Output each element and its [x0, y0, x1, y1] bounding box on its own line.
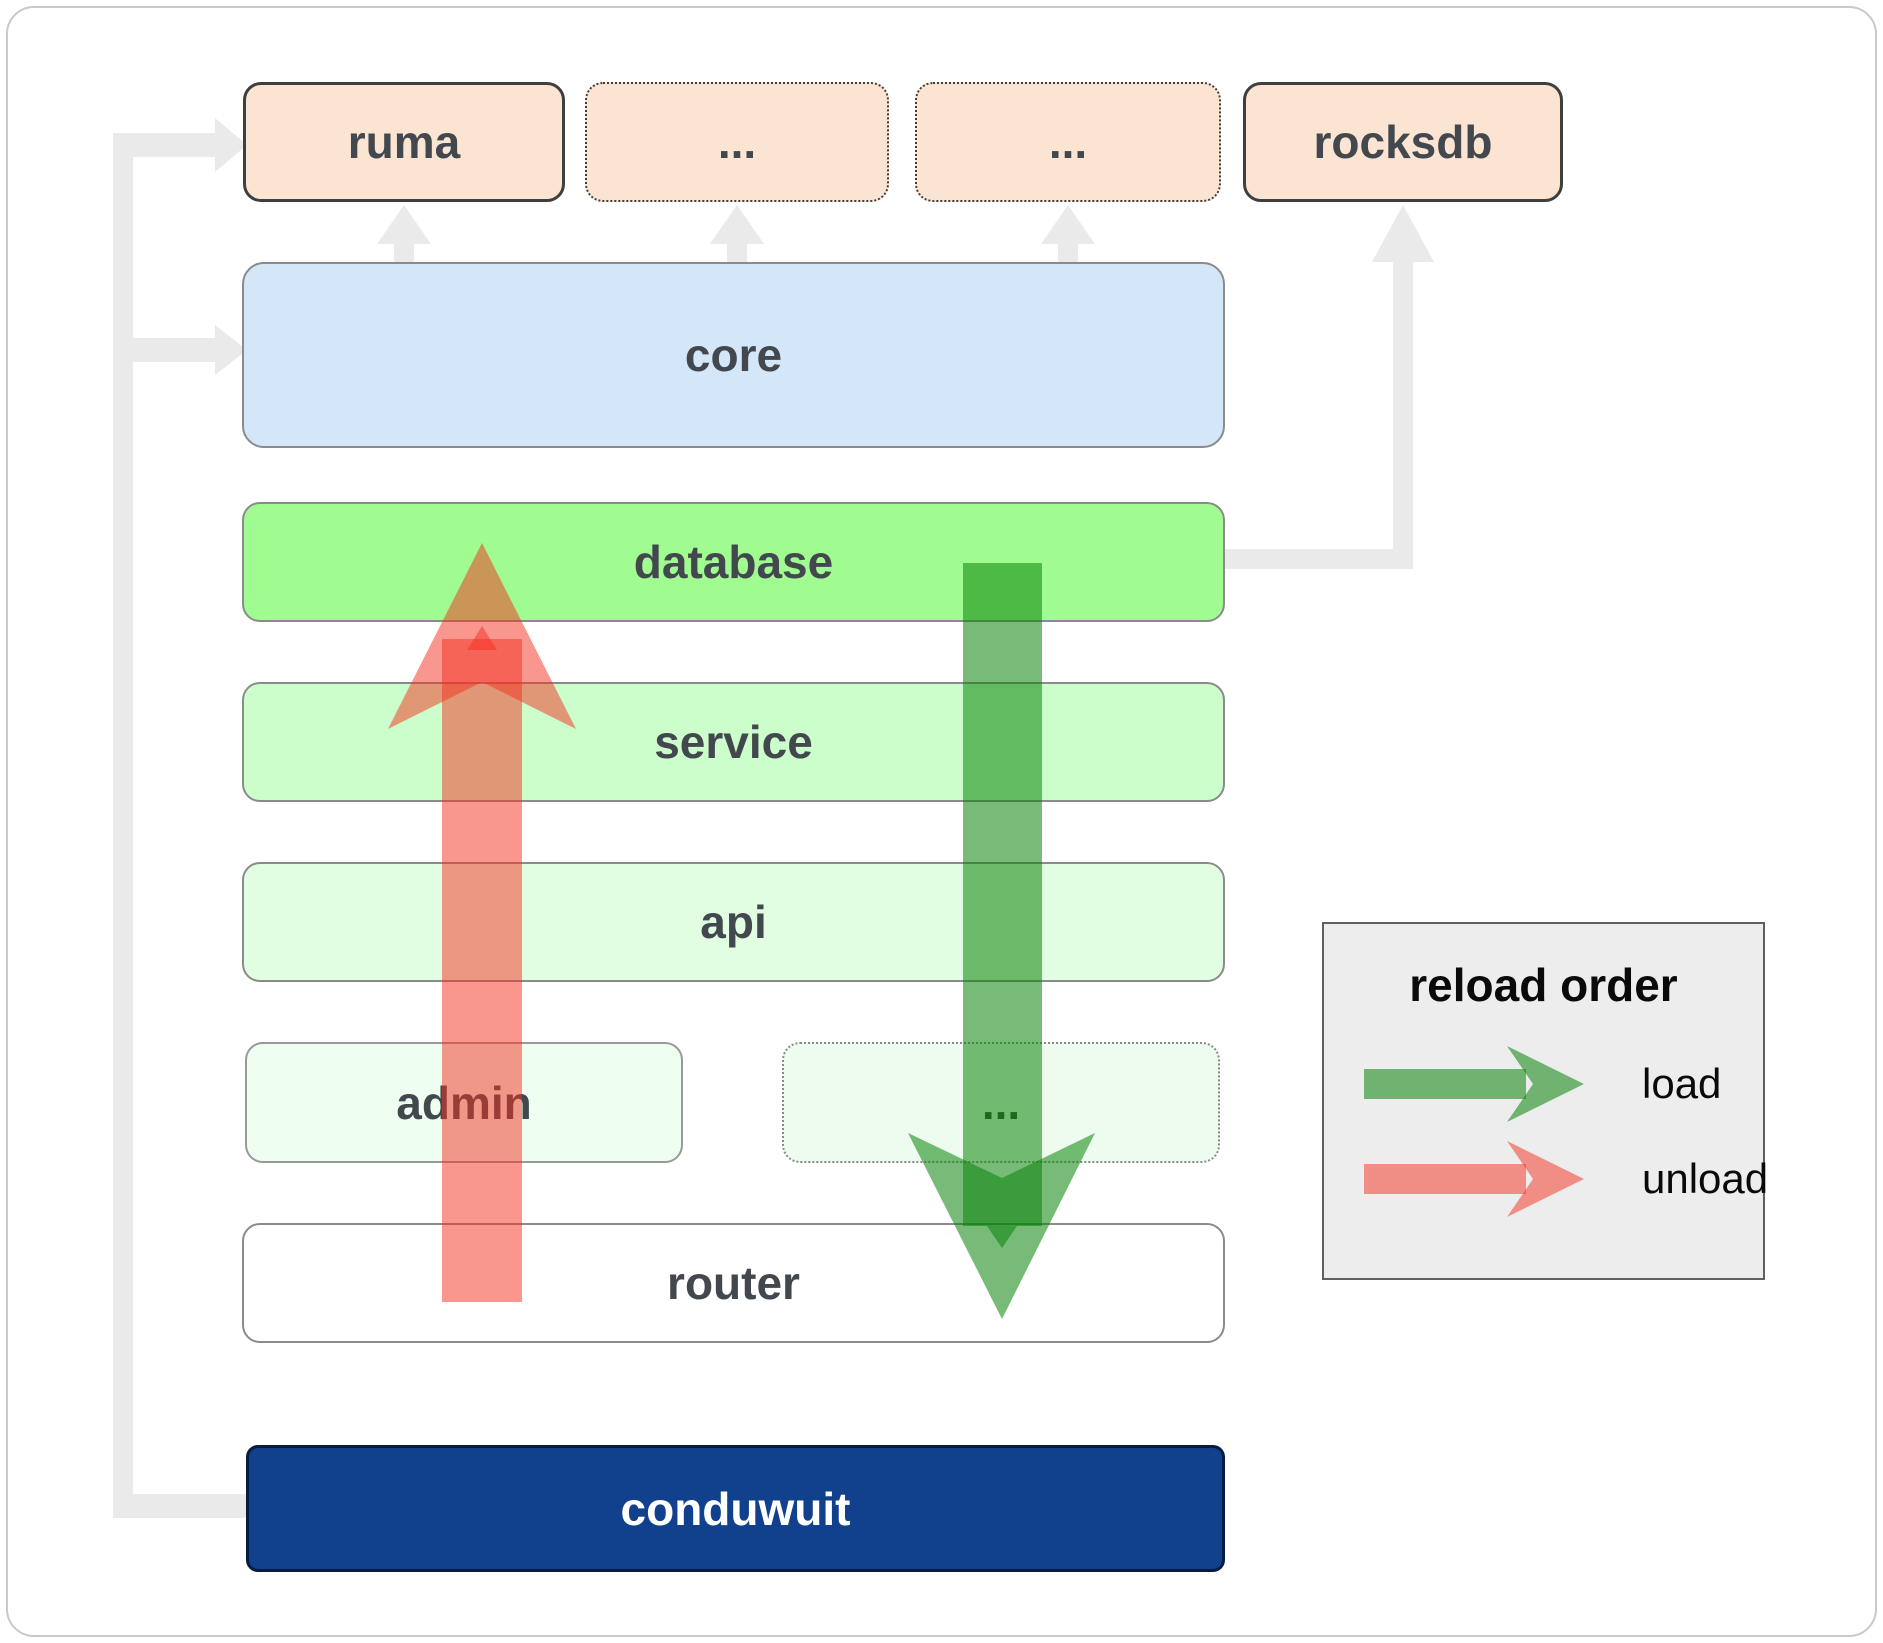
module-database-label: database: [633, 536, 834, 588]
connector-group: [113, 118, 1434, 1518]
core-to-dots1-arrowhead-icon: [710, 205, 764, 244]
legend-load-arrow-icon: [1364, 1046, 1584, 1122]
module-ellipsis-1: ...: [585, 82, 889, 202]
module-database: database: [242, 502, 1225, 622]
legend-load-arrow-shapes: [1364, 1046, 1584, 1122]
module-ruma-label: ruma: [347, 116, 461, 168]
module-admin-label: admin: [396, 1076, 532, 1129]
module-core: core: [242, 262, 1225, 448]
module-service: service: [242, 682, 1225, 802]
trunk-line: [113, 133, 133, 1518]
module-ruma: ruma: [243, 82, 565, 202]
rocksdb-arrowhead-icon: [1372, 205, 1434, 262]
module-admin-ellipsis: ...: [782, 1042, 1220, 1163]
module-router: router: [242, 1223, 1225, 1343]
database-to-rocksdb-line-h: [1225, 549, 1413, 569]
module-service-label: service: [654, 716, 813, 768]
legend: reload order load unload: [1322, 922, 1769, 1280]
conduwuit-branch-line: [113, 1494, 248, 1518]
module-rocksdb-label: rocksdb: [1313, 116, 1493, 168]
legend-unload-arrow-icon: [1364, 1141, 1584, 1217]
core-to-ruma-arrowhead-icon: [377, 205, 431, 244]
legend-load-arrow-shaft: [1364, 1069, 1526, 1099]
database-to-rocksdb-line-v: [1393, 254, 1413, 569]
legend-load-arrowhead-icon: [1507, 1046, 1584, 1122]
module-router-label: router: [667, 1257, 800, 1309]
core-to-dots2-line: [1058, 240, 1078, 264]
module-api: api: [242, 862, 1225, 982]
ruma-branch-line: [113, 133, 215, 157]
legend-load-label: load: [1642, 1060, 1722, 1107]
module-conduwuit: conduwuit: [246, 1445, 1225, 1572]
core-branch-line: [113, 338, 215, 362]
legend-unload-arrowhead-icon: [1507, 1141, 1584, 1217]
core-arrowhead-icon: [215, 325, 247, 375]
module-rocksdb: rocksdb: [1243, 82, 1563, 202]
module-core-label: core: [684, 329, 783, 381]
legend-unload-arrow-shapes: [1364, 1141, 1584, 1217]
core-to-dots2-arrowhead-icon: [1041, 205, 1095, 244]
module-ellipsis-2-label: ...: [1048, 116, 1088, 168]
ruma-arrowhead-icon: [215, 118, 247, 172]
module-conduwuit-label: conduwuit: [620, 1482, 851, 1535]
core-to-ruma-line: [394, 240, 414, 264]
module-ellipsis-1-label: ...: [717, 116, 757, 168]
module-admin: admin: [245, 1042, 683, 1163]
legend-unload-arrow-shaft: [1364, 1164, 1526, 1194]
module-ellipsis-2: ...: [915, 82, 1221, 202]
legend-title: reload order: [1409, 959, 1678, 1011]
legend-unload-label: unload: [1642, 1155, 1769, 1202]
module-admin-ellipsis-label: ...: [981, 1076, 1021, 1129]
core-to-dots1-line: [727, 240, 747, 264]
module-api-label: api: [700, 896, 767, 948]
